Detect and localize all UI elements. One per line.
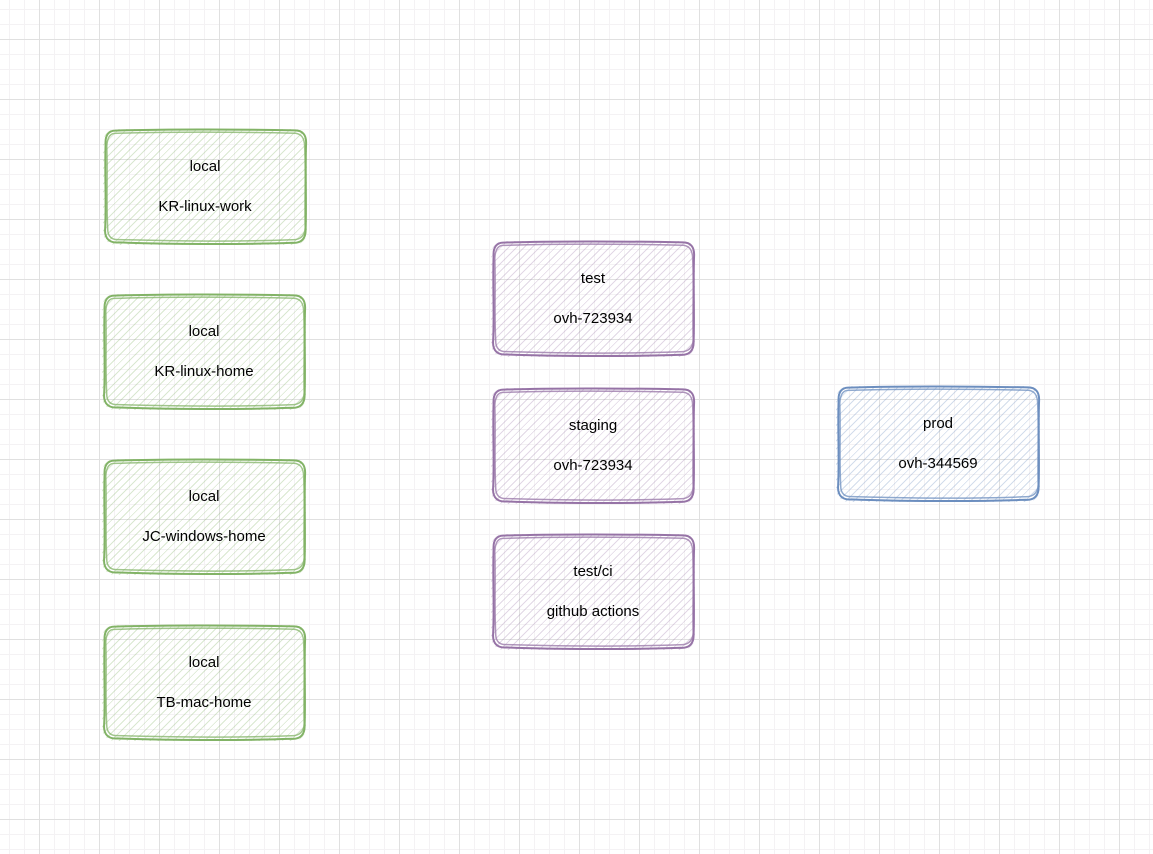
node-title: local [188,654,220,671]
node-title: staging [568,417,618,434]
node-subtitle: KR-linux-home [154,363,254,380]
node-title: local [189,158,221,175]
node-title: local [188,323,220,340]
node-subtitle: ovh-723934 [553,310,633,327]
node-test-ovh-723934[interactable]: test ovh-723934 [488,238,698,360]
node-local-kr-linux-home[interactable]: local KR-linux-home [99,291,309,413]
node-title: test/ci [573,563,613,580]
node-subtitle: KR-linux-work [158,198,252,215]
node-title: prod [922,415,954,432]
node-test-ci-github-actions[interactable]: test/ci github actions [488,531,698,653]
node-title: test [580,270,606,287]
node-prod-ovh-344569[interactable]: prod ovh-344569 [833,383,1043,505]
node-title: local [188,488,220,505]
node-label: local JC-windows-home [99,456,309,578]
node-label: local TB-mac-home [99,622,309,744]
node-subtitle: ovh-344569 [898,455,978,472]
node-label: test/ci github actions [488,531,698,653]
node-local-tb-mac-home[interactable]: local TB-mac-home [99,622,309,744]
node-label: local KR-linux-home [99,291,309,413]
node-label: staging ovh-723934 [488,385,698,507]
node-local-kr-linux-work[interactable]: local KR-linux-work [100,126,310,248]
node-subtitle: JC-windows-home [142,528,266,545]
node-staging-ovh-723934[interactable]: staging ovh-723934 [488,385,698,507]
node-subtitle: github actions [546,603,640,620]
node-label: local KR-linux-work [100,126,310,248]
node-subtitle: ovh-723934 [553,457,633,474]
node-label: test ovh-723934 [488,238,698,360]
node-local-jc-windows-home[interactable]: local JC-windows-home [99,456,309,578]
node-label: prod ovh-344569 [833,383,1043,505]
node-subtitle: TB-mac-home [156,694,252,711]
